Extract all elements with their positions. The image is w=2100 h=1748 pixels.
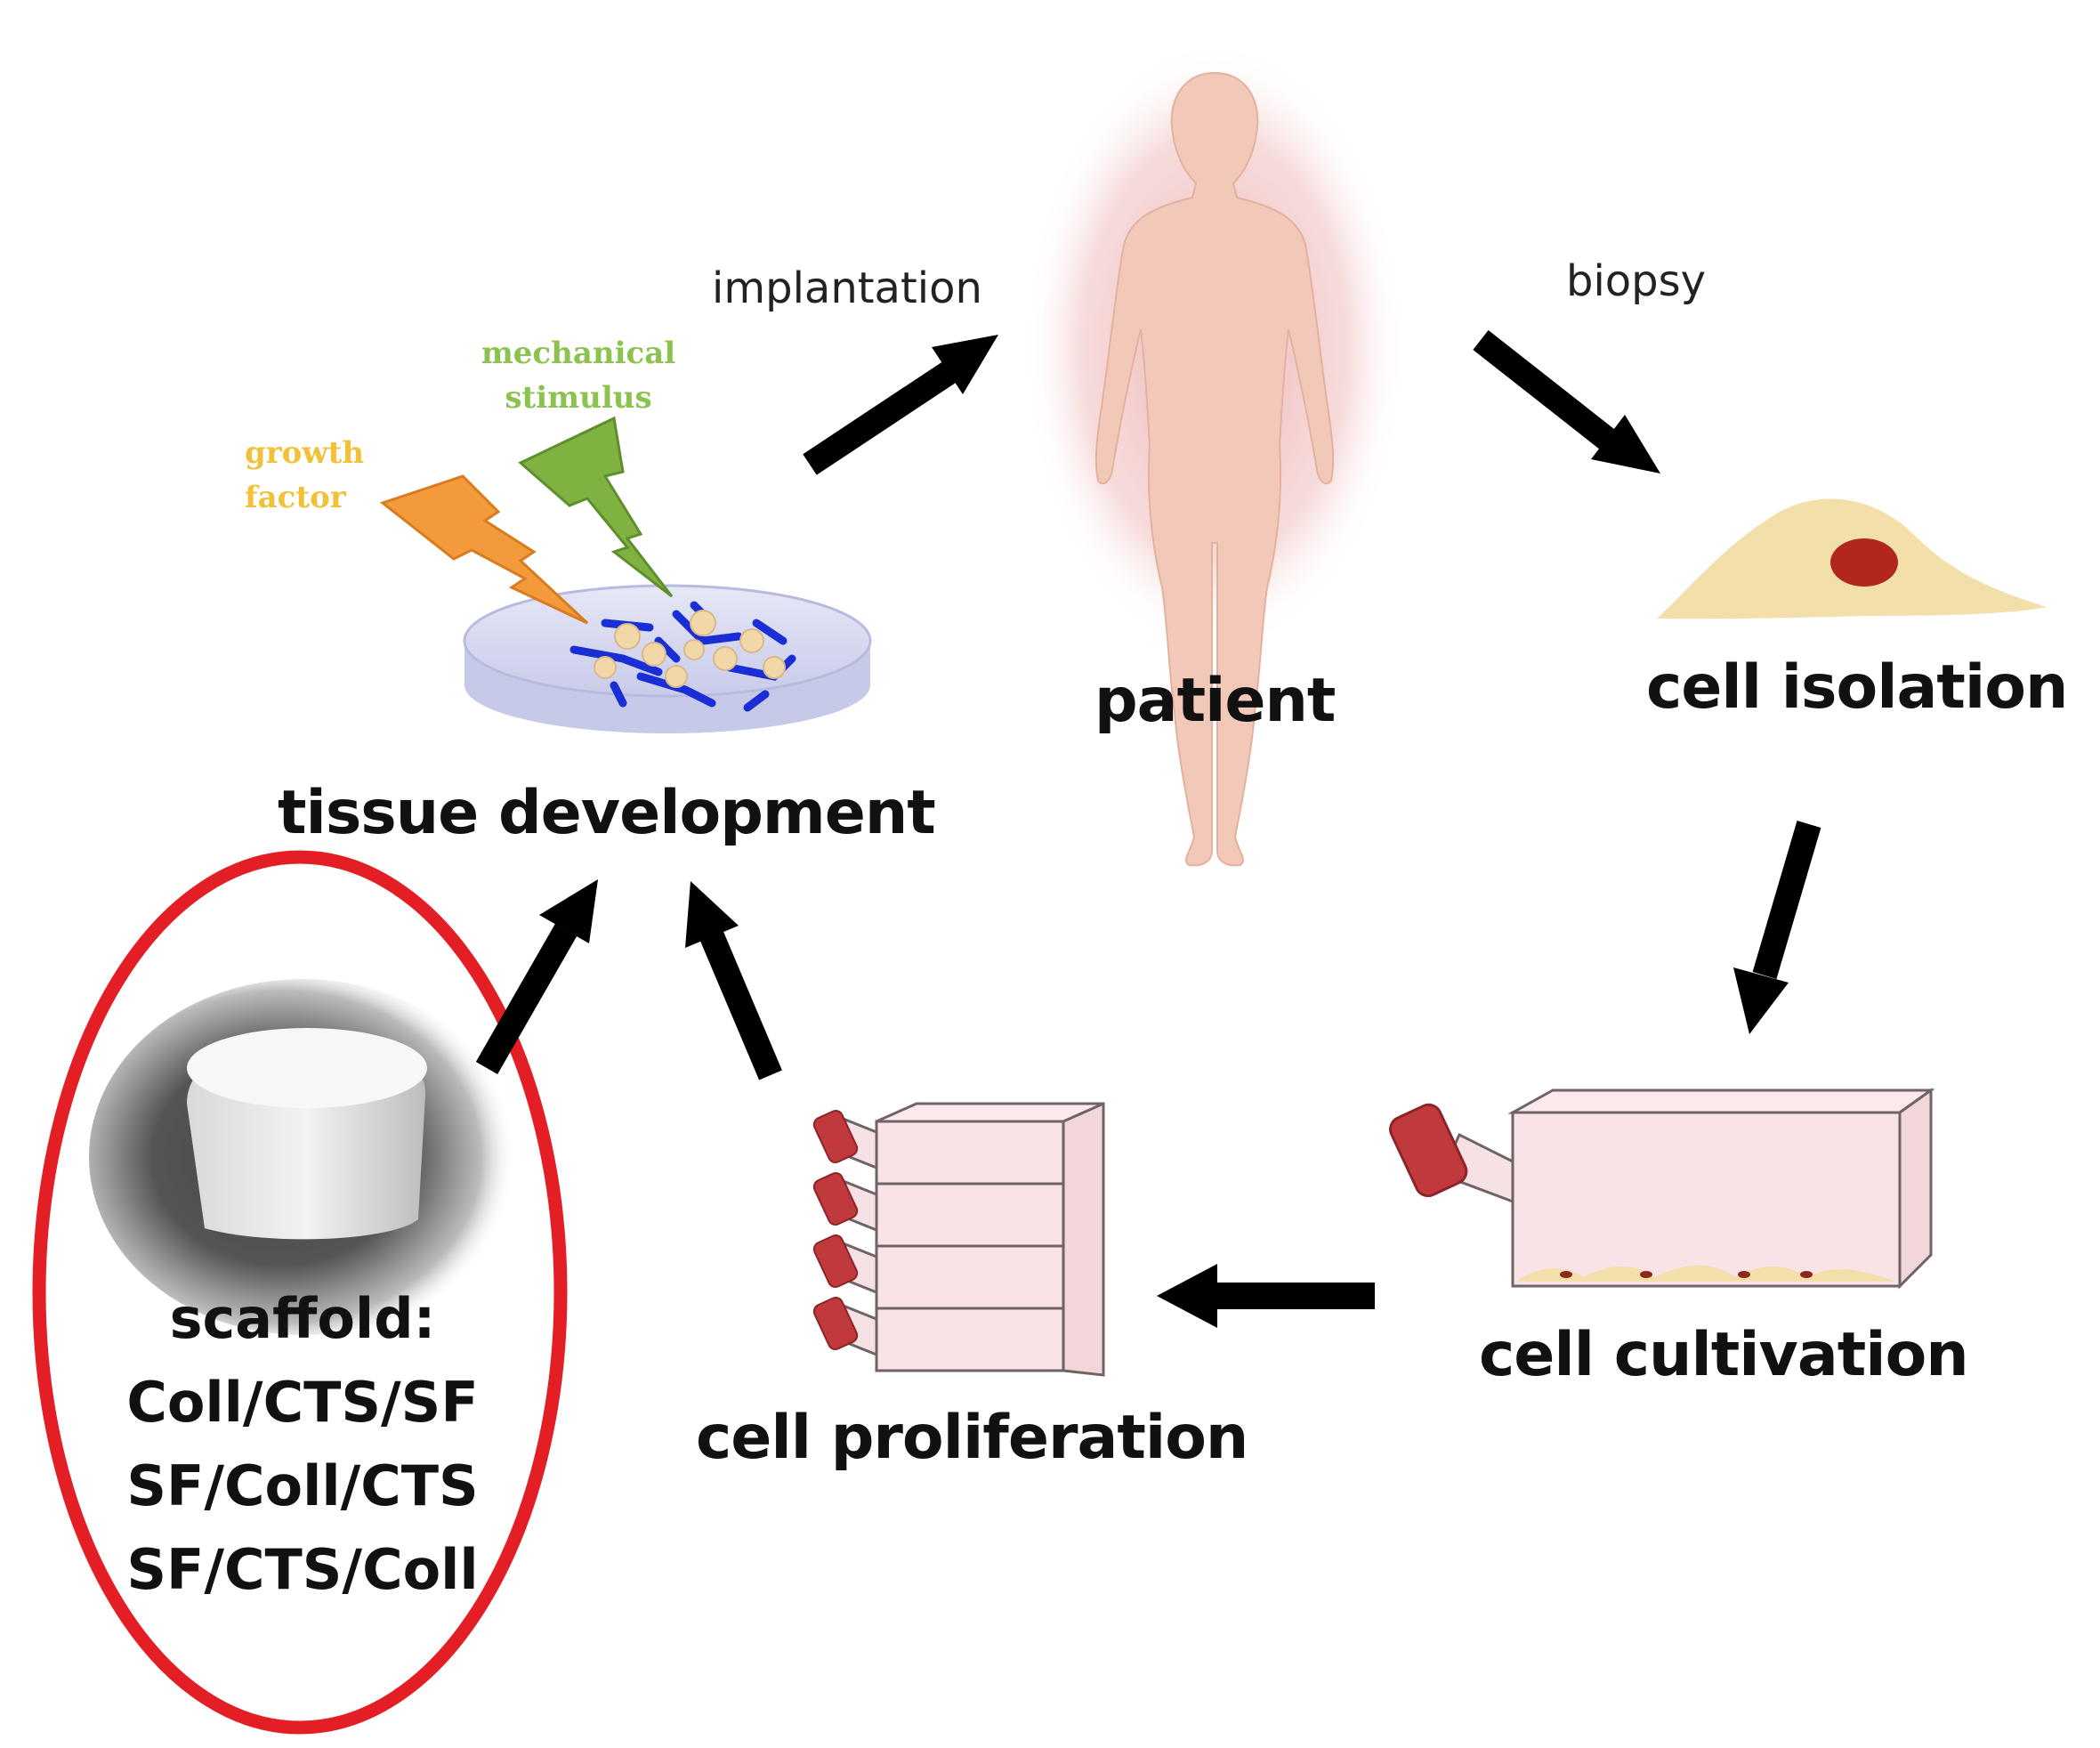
scaffold-photo-icon: [89, 979, 516, 1335]
mechanical-stimulus-line2: stimulus: [505, 380, 652, 416]
stacked-flasks-icon: [844, 1102, 1105, 1377]
arrow-implantation: [803, 335, 998, 475]
tissue-cells: [594, 610, 786, 688]
scaffold-list: scaffold: Coll/CTS/SF SF/Coll/CTS SF/CTS…: [98, 1277, 507, 1612]
cell-proliferation-label: cell proliferation: [696, 1403, 1248, 1473]
arrow-proliferation-to-tissue: [685, 881, 782, 1080]
growth-factor-bolt-icon: [379, 474, 589, 625]
scaffold-title: scaffold:: [169, 1286, 436, 1351]
arrows: [475, 329, 1821, 1328]
implantation-label: implantation: [712, 263, 982, 313]
patient-label: patient: [1094, 666, 1336, 736]
cell-isolation-label: cell isolation: [1646, 652, 2068, 723]
scaffold-highlight-ring: [32, 850, 568, 1735]
arrow-to-cell-cultivation: [1733, 821, 1821, 1034]
arrow-biopsy: [1473, 329, 1660, 473]
mechanical-stimulus-line1: mechanical: [481, 336, 676, 371]
arrow-to-cell-proliferation: [1157, 1264, 1375, 1328]
petri-dish-icon: [463, 584, 872, 733]
culture-flask-icon: [1389, 1088, 1935, 1290]
mechanical-stimulus-label: mechanical stimulus: [476, 331, 681, 420]
growth-factor-label: growth factor: [245, 431, 378, 520]
arrow-scaffold-to-tissue: [475, 879, 598, 1074]
flask-caps-icon: [812, 1109, 859, 1351]
scaffold-item: SF/CTS/Coll: [126, 1537, 479, 1602]
cell-cultivation-label: cell cultivation: [1479, 1320, 1969, 1390]
tissue-development-label: tissue development: [278, 778, 936, 848]
scaffold-item: SF/Coll/CTS: [126, 1453, 479, 1518]
growth-factor-line2: factor: [245, 480, 346, 515]
growth-factor-line1: growth: [245, 435, 365, 471]
mechanical-stimulus-bolt-icon: [518, 416, 674, 598]
scaffold-item: Coll/CTS/SF: [126, 1370, 479, 1435]
isolated-cell-icon: [1657, 498, 2047, 619]
biopsy-label: biopsy: [1566, 256, 1707, 306]
patient-figure-icon: [1023, 40, 1406, 867]
